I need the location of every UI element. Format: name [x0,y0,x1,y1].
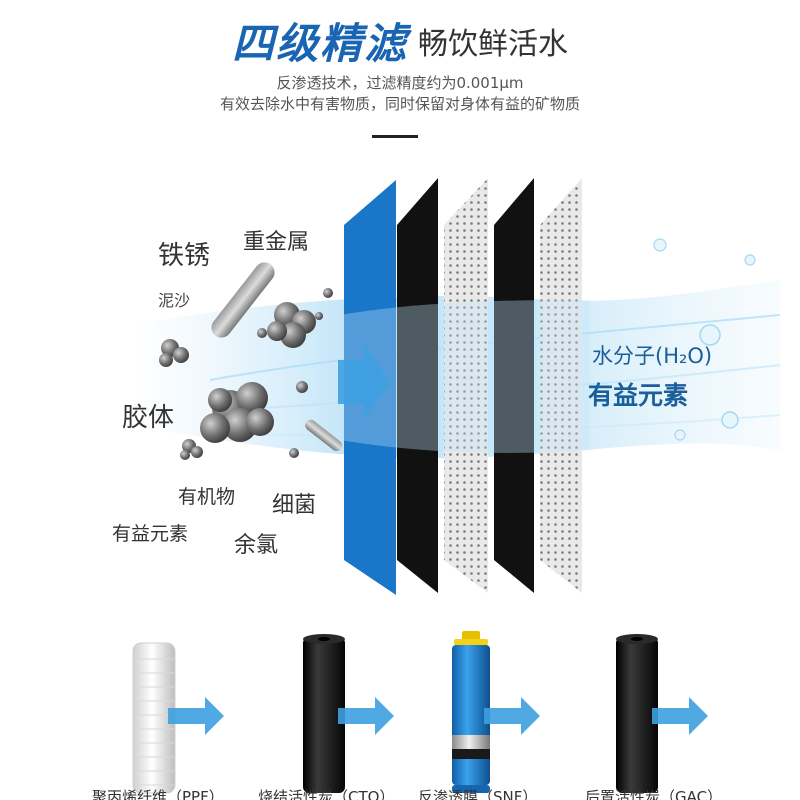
title-main: 四级精滤 [231,19,408,68]
label-water-molecule: 水分子(H₂O) [592,344,713,368]
small-cluster [180,439,203,460]
water-flow-overlay [340,300,590,453]
filter-layer-black-2 [494,178,534,593]
particle [315,312,323,320]
metal-cluster [267,302,316,348]
filtration-diagram [130,178,781,595]
label-organic: 有机物 [178,486,236,508]
label-colloid: 胶体 [122,403,175,433]
water-bubbles [653,238,756,441]
particle [323,288,333,298]
filter-layer-dotted-1 [444,178,488,593]
cartridge-label-gac: 后置活性炭（GAC） [585,788,723,800]
rod-bacterium-small [305,419,343,452]
subtitle-line-2: 有效去除水中有害物质，同时保留对身体有益的矿物质 [219,95,580,113]
arrow-icon [338,697,394,735]
label-beneficial-in: 有益元素 [112,523,189,545]
rod-bacterium [211,262,275,338]
cartridge-gac [616,634,658,793]
label-rust: 铁锈 [158,241,211,271]
arrow-icon [652,697,708,735]
cartridge-ppf [132,642,176,794]
label-beneficial-out: 有益元素 [588,381,689,410]
title-sub: 畅饮鲜活水 [418,26,568,62]
particle [257,328,267,338]
label-silt: 泥沙 [158,291,191,310]
arrow-icon [168,697,224,735]
filter-layer-dotted-2 [540,178,582,593]
title-divider [372,135,418,138]
cartridge-label-ppf: 聚丙烯纤维（PPF） [92,788,224,800]
contaminant-particles [159,262,343,460]
filter-layer-black-1 [397,178,438,593]
cartridge-snf [452,631,490,793]
label-bacteria: 细菌 [272,493,317,518]
flow-arrow [338,345,390,419]
subtitle-line-1: 反渗透技术，过滤精度约为0.001μm [276,74,524,92]
particle [289,448,299,458]
cartridge-cto [303,634,345,793]
filter-layers [344,178,582,595]
arrow-icon [484,697,540,735]
cartridge-label-snf: 反渗透膜（SNF） [418,788,538,800]
hero-title: 四级精滤畅饮鲜活水 [0,10,800,71]
label-chlorine: 余氯 [234,533,279,558]
cartridge-row [132,631,708,794]
colloid-cluster [200,382,274,443]
silt-cluster [159,339,189,367]
particle [296,381,308,393]
cartridge-label-cto: 烧结活性炭（CTO） [258,788,395,800]
label-heavy-metal: 重金属 [243,230,310,255]
